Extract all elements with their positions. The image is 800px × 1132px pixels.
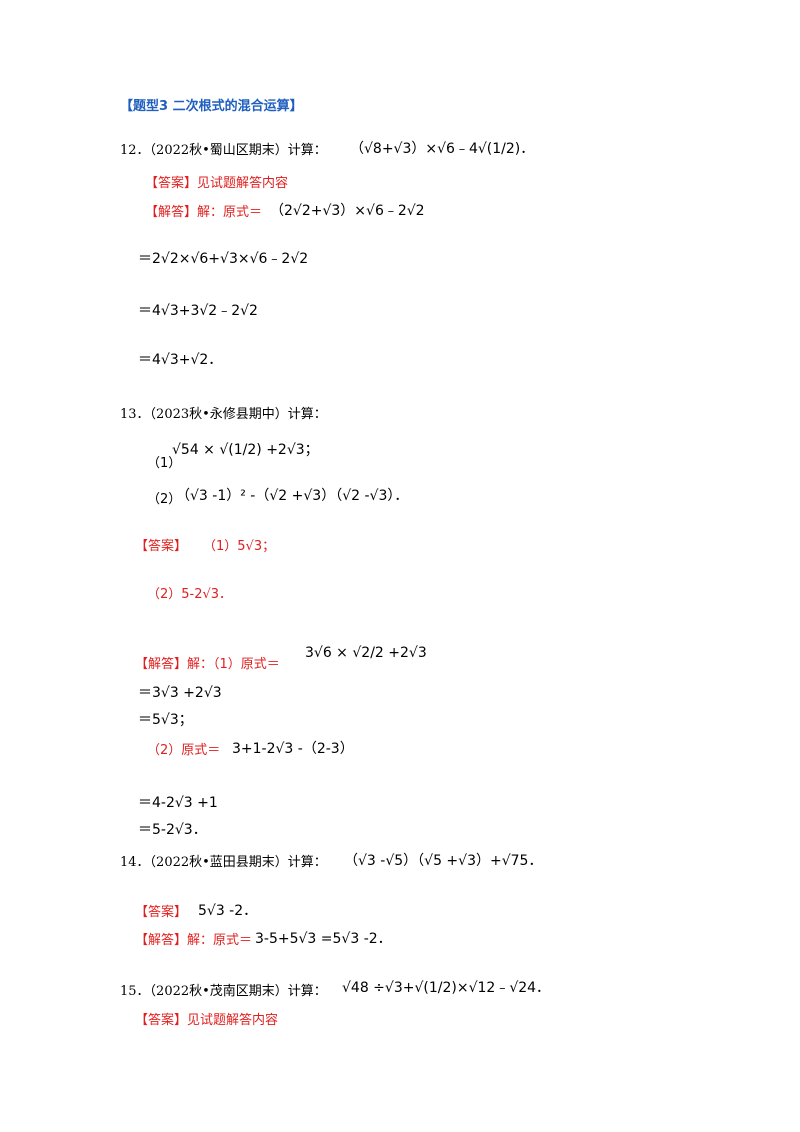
- q13-step-1: ＝3√3 +2√3: [138, 685, 222, 701]
- q15-answer: 【答案】见试题解答内容: [135, 1013, 279, 1028]
- q14-answer-expression: 5√3 -2．: [198, 903, 258, 919]
- q13-answer-label: 【答案】: [135, 539, 188, 554]
- q15-expression: √48 ÷√3+√(1/2)×√12﹣√24．: [342, 980, 551, 996]
- q13-step-5: ＝5-2√3．: [138, 822, 207, 838]
- q13-step-4: ＝4-2√3 +1: [138, 795, 218, 811]
- section-title: 【题型3 二次根式的混合运算】: [120, 99, 303, 114]
- q12-solution-expression: （2√2+√3）×√6﹣2√2: [270, 203, 425, 219]
- q12-step-3: ＝4√3+√2．: [138, 352, 223, 368]
- q12-expression: （√8+√3）×√6﹣4√(1/2)．: [350, 141, 535, 157]
- q13-answer-1: （1）5√3；: [203, 539, 276, 554]
- q13-part2-solution-label: （2）原式＝: [147, 743, 221, 758]
- q13-answer-2: （2）5-2√3．: [147, 587, 233, 602]
- q13-solution-expression: 3√6 × √2/2 +2√3: [305, 645, 427, 661]
- q12-solution-label: 【解答】解：原式＝: [145, 205, 263, 220]
- q12-prompt: 12．（2022秋•蜀山区期末）计算：: [120, 143, 327, 158]
- q12-step-2: ＝4√3+3√2﹣2√2: [138, 303, 258, 319]
- q14-solution-label: 【解答】解：原式＝: [135, 933, 253, 948]
- q13-prompt: 13．（2023秋•永修县期中）计算：: [120, 407, 327, 422]
- q15-prompt: 15．（2022秋•茂南区期末）计算：: [120, 984, 327, 999]
- q13-part2-expression: （√3 -1）² -（√2 +√3）（√2 -√3）．: [176, 488, 409, 504]
- q12-step-1: ＝2√2×√6+√3×√6﹣2√2: [138, 251, 309, 267]
- q13-part1-expression: √54 × √(1/2) +2√3；: [172, 442, 319, 458]
- q14-prompt: 14．（2022秋•蓝田县期末）计算：: [120, 855, 327, 870]
- q13-part1-label: （1）: [147, 456, 182, 471]
- q13-step-2: ＝5√3；: [138, 712, 193, 728]
- q14-answer-label: 【答案】: [135, 905, 188, 920]
- q12-answer: 【答案】见试题解答内容: [145, 176, 289, 191]
- q13-part2-solution-expression: 3+1-2√3 -（2-3）: [232, 741, 354, 757]
- q14-expression: （√3 -√5）（√5 +√3）+√75．: [344, 853, 543, 869]
- q13-solution-label: 【解答】解：（1）原式＝: [135, 657, 280, 672]
- q13-part2-label: （2）: [147, 492, 182, 507]
- q14-solution-expression: 3-5+5√3 =5√3 -2．: [255, 931, 392, 947]
